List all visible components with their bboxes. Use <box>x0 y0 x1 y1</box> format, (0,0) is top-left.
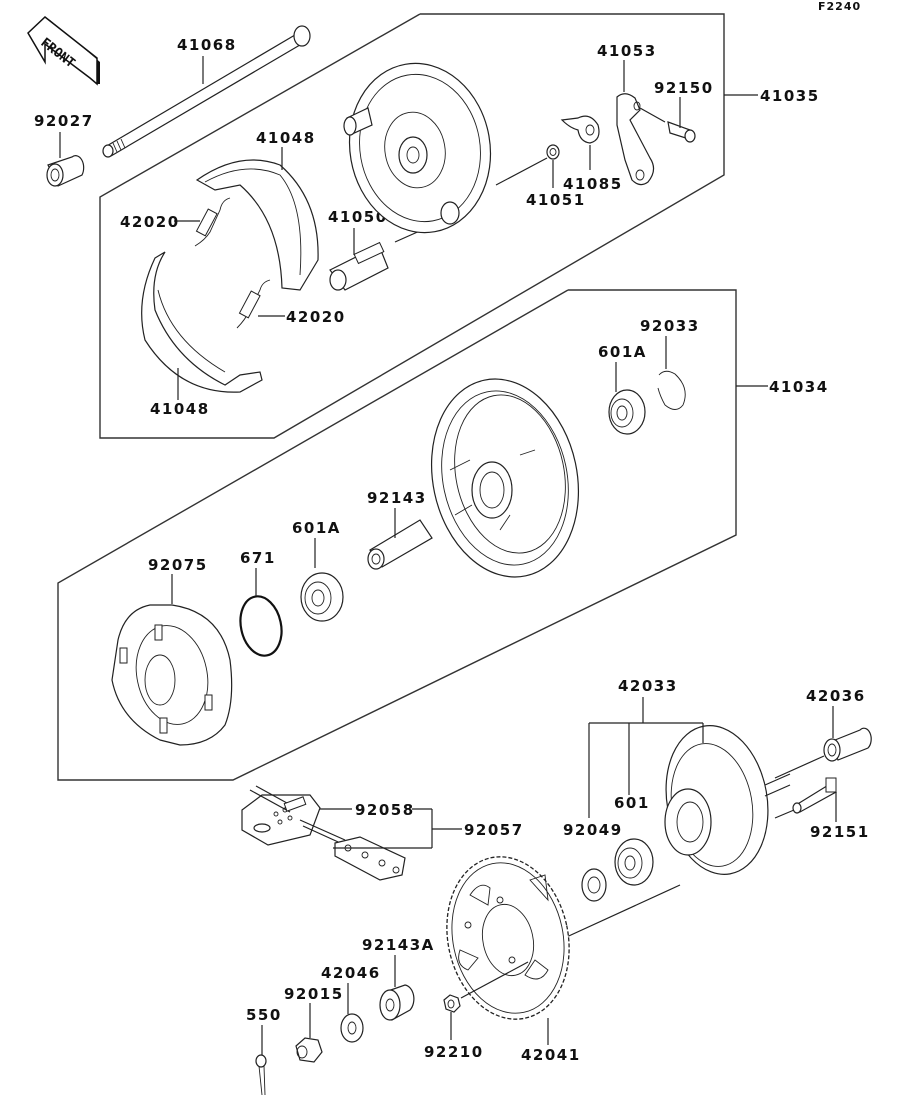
o-ring-671 <box>239 595 283 657</box>
label-601[interactable]: 601 <box>614 794 650 812</box>
bearing-601A-upper <box>608 389 646 435</box>
drive-chain-92057 <box>299 819 406 881</box>
hub-group-outline <box>57 289 737 781</box>
bolt-92150 <box>639 107 696 143</box>
spacer-92143 <box>367 519 433 570</box>
nut-92210 <box>443 994 461 1013</box>
spacer-92143A <box>379 984 415 1021</box>
label-41050[interactable]: 41050 <box>328 208 388 226</box>
brake-panel <box>343 62 492 234</box>
label-41034[interactable]: 41034 <box>769 378 829 396</box>
label-92015[interactable]: 92015 <box>284 985 344 1003</box>
wheel-hub <box>430 378 580 578</box>
label-92058[interactable]: 92058 <box>355 801 415 819</box>
label-42036[interactable]: 42036 <box>806 687 866 705</box>
label-92027[interactable]: 92027 <box>34 112 94 130</box>
label-41053[interactable]: 41053 <box>597 42 657 60</box>
bearing-601 <box>614 838 654 886</box>
spring-42020-lower <box>236 279 271 329</box>
bearing-601A-lower <box>300 572 344 622</box>
rear-sprocket-42041 <box>446 856 570 1020</box>
label-41051[interactable]: 41051 <box>526 191 586 209</box>
label-92049[interactable]: 92049 <box>563 821 623 839</box>
label-92057[interactable]: 92057 <box>464 821 524 839</box>
figure-code: F2240 <box>818 0 861 13</box>
castle-nut-92015 <box>295 1037 323 1063</box>
brake-panel-group-outline <box>99 13 725 439</box>
label-92210[interactable]: 92210 <box>424 1043 484 1061</box>
label-601A-upper[interactable]: 601A <box>598 343 647 361</box>
indicator-41085 <box>560 115 600 144</box>
washer-42046 <box>340 1013 364 1043</box>
brake-lever-41053 <box>616 93 655 186</box>
hub-damper-92075 <box>111 604 233 746</box>
washer-41051 <box>546 144 560 160</box>
label-92143[interactable]: 92143 <box>367 489 427 507</box>
sprocket-coupling-42033 <box>664 725 791 875</box>
label-42046[interactable]: 42046 <box>321 964 381 982</box>
brake-cam-41050 <box>329 241 389 291</box>
label-671[interactable]: 671 <box>240 549 276 567</box>
cotter-pin-550 <box>255 1054 267 1096</box>
spacer-92027 <box>46 155 85 187</box>
label-92033[interactable]: 92033 <box>640 317 700 335</box>
label-550[interactable]: 550 <box>246 1006 282 1024</box>
axle-41068 <box>102 25 311 158</box>
brake-shoe-upper <box>195 159 319 291</box>
brake-shoe-lower <box>141 251 263 393</box>
front-arrow-icon: FRONT <box>27 16 100 86</box>
label-41068[interactable]: 41068 <box>177 36 237 54</box>
spring-42020-upper <box>194 197 231 247</box>
collar-42036 <box>823 727 872 762</box>
bolt-92151 <box>792 777 837 814</box>
label-42020-lower[interactable]: 42020 <box>286 308 346 326</box>
label-92151[interactable]: 92151 <box>810 823 870 841</box>
label-41085[interactable]: 41085 <box>563 175 623 193</box>
label-42020-upper[interactable]: 42020 <box>120 213 180 231</box>
label-601A-lower[interactable]: 601A <box>292 519 341 537</box>
label-41048-lower[interactable]: 41048 <box>150 400 210 418</box>
label-92150[interactable]: 92150 <box>654 79 714 97</box>
label-42033[interactable]: 42033 <box>618 677 678 695</box>
oil-seal-92049 <box>581 868 607 902</box>
label-92075[interactable]: 92075 <box>148 556 208 574</box>
label-41048-upper[interactable]: 41048 <box>256 129 316 147</box>
label-42041[interactable]: 42041 <box>521 1046 581 1064</box>
label-41035[interactable]: 41035 <box>760 87 820 105</box>
label-92143A[interactable]: 92143A <box>362 936 435 954</box>
circlip-92033 <box>657 370 686 410</box>
master-link-92058 <box>241 785 321 846</box>
